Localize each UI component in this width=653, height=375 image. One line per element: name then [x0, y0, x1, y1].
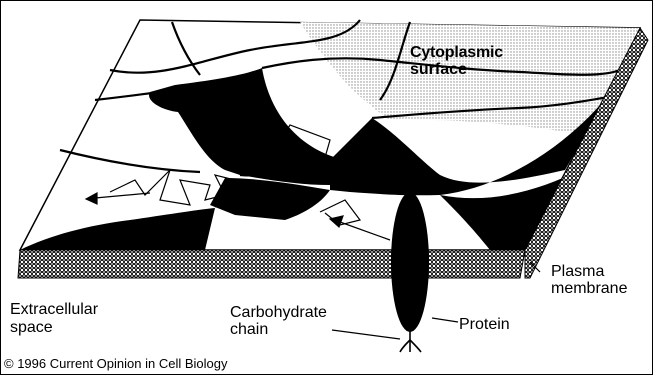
copyright-notice: © 1996 Current Opinion in Cell Biology — [4, 357, 227, 371]
label-protein: Protein — [459, 316, 510, 333]
label-cytoplasmic-1: Cytoplasmic — [410, 44, 503, 61]
label-plasma-2: membrane — [551, 280, 627, 297]
label-carbohydrate-1: Carbohydrate — [230, 304, 327, 321]
transmembrane-protein — [391, 192, 429, 332]
label-extracellular-1: Extracellular — [10, 301, 98, 318]
bilayer-front — [18, 250, 525, 278]
label-cytoplasmic-2: surface — [410, 61, 467, 78]
label-carbohydrate-2: chain — [230, 321, 268, 338]
carbohydrate-chain — [400, 330, 421, 352]
label-extracellular-2: space — [10, 319, 53, 336]
label-plasma-1: Plasma — [551, 263, 604, 280]
